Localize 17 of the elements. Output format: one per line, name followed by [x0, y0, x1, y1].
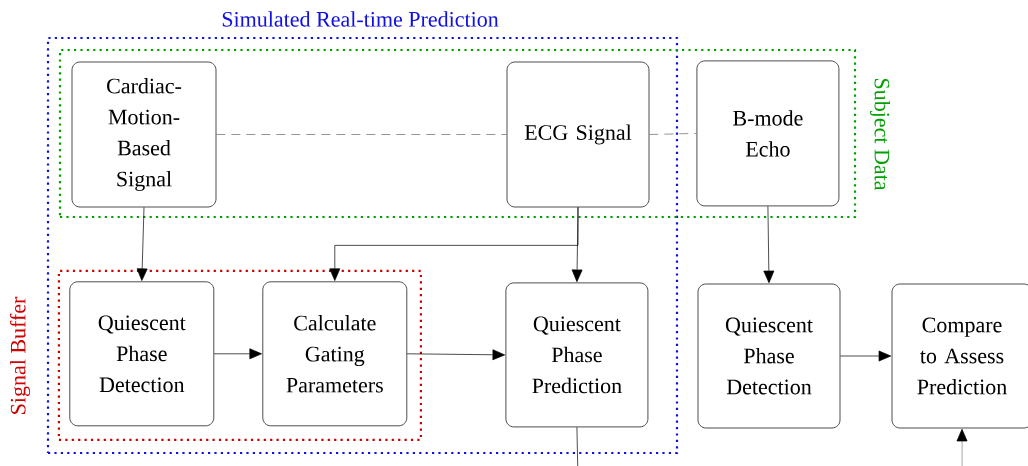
process-box: Compare to Assess Prediction [891, 283, 1028, 429]
process-box: Quiescent Phase Prediction [505, 282, 649, 428]
frame-label: Signal Buffer [9, 296, 31, 414]
frame-label: Subject Data [870, 78, 890, 191]
process-box: ECG Signal [506, 61, 650, 208]
process-box: Cardiac-Motion-Based Signal [71, 61, 217, 208]
arrow [136, 207, 148, 281]
process-box: B-mode Echo [696, 60, 840, 207]
process-box: Calculate Gating Parameters [262, 281, 408, 427]
arrow [213, 348, 262, 360]
process-box: Quiescent Phase Detection [69, 281, 215, 427]
arrow [840, 350, 892, 362]
arrow [406, 349, 505, 361]
arrow [571, 207, 583, 282]
frame-label: Simulated Real-time Prediction [222, 11, 499, 27]
arrow [763, 205, 775, 284]
process-box: Quiescent Phase Detection [697, 283, 841, 429]
